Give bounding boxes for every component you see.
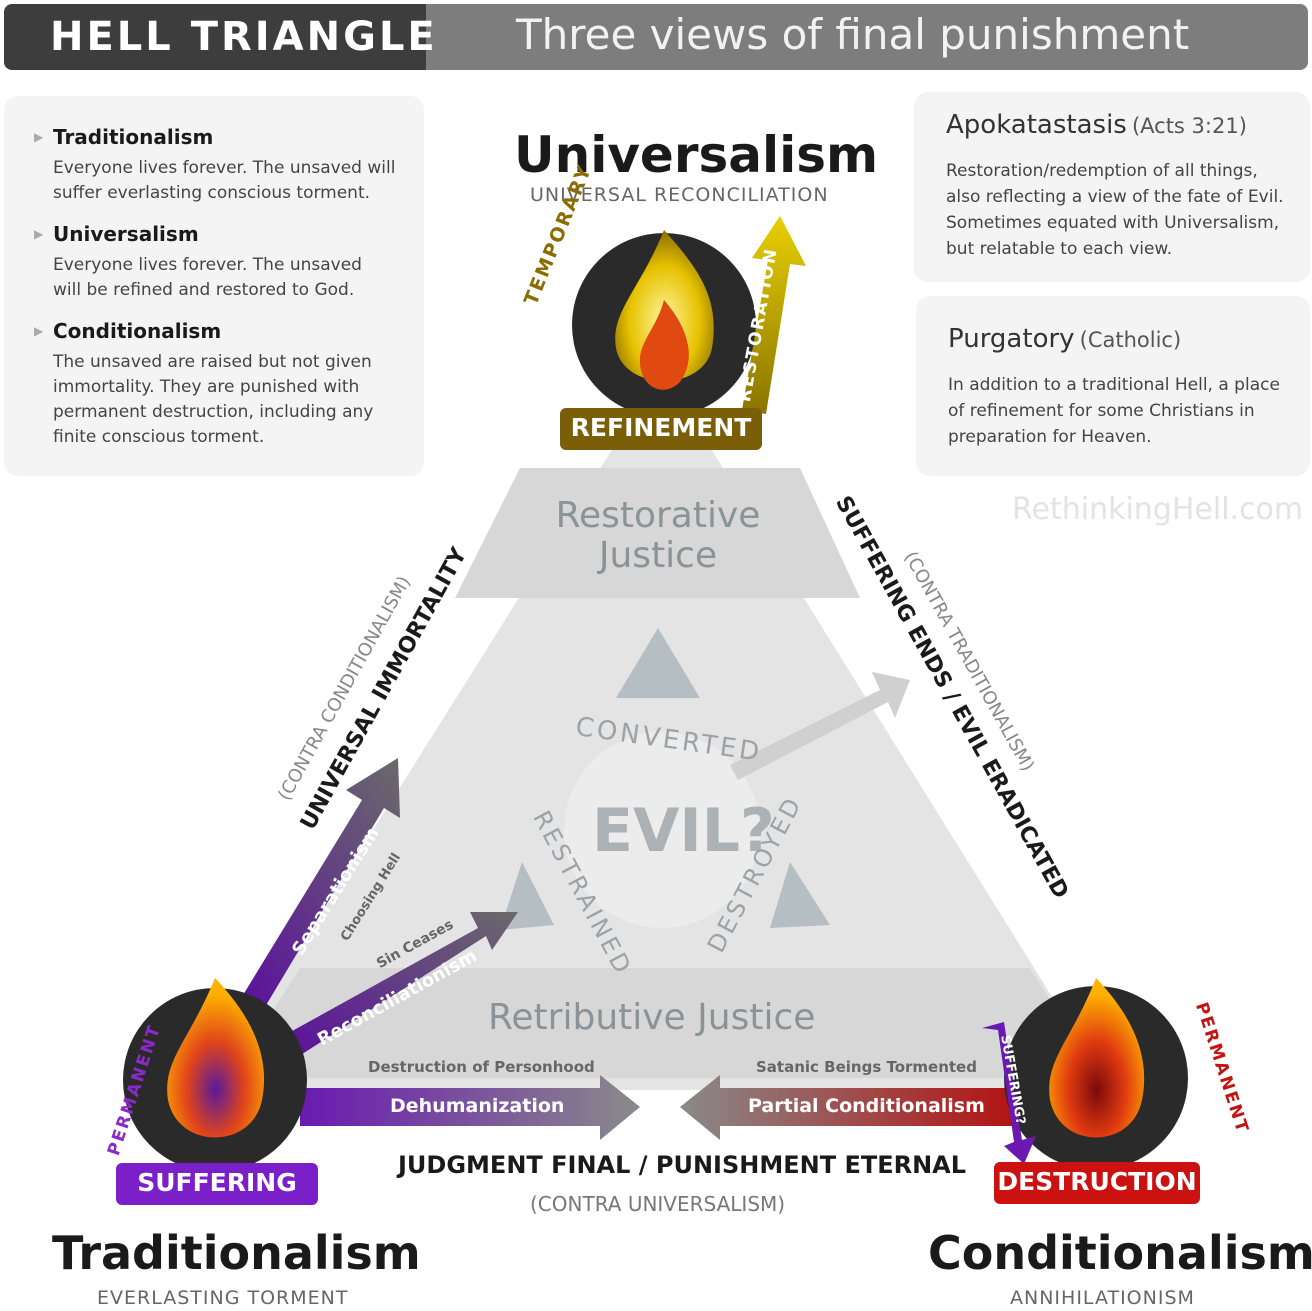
reconciliationism-arrow <box>285 912 518 1058</box>
contra-universalism-label: (CONTRA UNIVERSALISM) <box>530 1192 786 1216</box>
definition-text: Everyone lives forever. The unsaved will… <box>53 255 362 300</box>
apokatastasis-ref: (Acts 3:21) <box>1131 114 1247 138</box>
suffering-badge: SUFFERING <box>137 1168 297 1197</box>
purgatory-title: Purgatory <box>948 324 1075 354</box>
purgatory-panel <box>916 296 1310 476</box>
suffering-flame-icon <box>167 978 265 1138</box>
restorative-band <box>455 468 860 598</box>
definition-term: Traditionalism <box>53 125 214 149</box>
conditionalism-subtitle: ANNIHILATIONISM <box>1010 1287 1195 1309</box>
destruction-personhood-label: Destruction of Personhood <box>368 1058 595 1076</box>
suffering-badge-bg <box>116 1163 318 1205</box>
header-subtitle-bar <box>426 4 1308 70</box>
apokatastasis-panel <box>914 92 1310 282</box>
destruction-flame-icon <box>1049 978 1145 1138</box>
triangle-bullet-icon: ▶ <box>34 227 44 241</box>
destroyed-triangle-icon <box>770 862 830 928</box>
definitions-panel <box>4 96 424 476</box>
retributive-band <box>230 968 1100 1078</box>
universalism-title: Universalism <box>514 126 879 184</box>
page-subtitle: Three views of final punishment <box>516 10 1190 59</box>
definition-text: Everyone lives forever. The unsaved will… <box>53 158 396 203</box>
header-title-bar <box>4 4 426 70</box>
apokatastasis-heading: Apokatastasis (Acts 3:21) <box>946 110 1247 140</box>
apokatastasis-text: Restoration/redemption of all things, al… <box>946 161 1284 259</box>
purgatory-ref: (Catholic) <box>1079 328 1182 352</box>
converted-faint-arrow <box>730 672 910 780</box>
judgment-final-label: JUDGMENT FINAL / PUNISHMENT ETERNAL <box>398 1151 967 1179</box>
definition-text: The unsaved are raised but not given imm… <box>53 352 374 447</box>
traditionalism-title: Traditionalism <box>52 1226 421 1280</box>
definition-term: Conditionalism <box>53 319 222 343</box>
page-title: HELL TRIANGLE <box>50 14 438 60</box>
triangle-body <box>210 370 1110 1090</box>
definition-term: Universalism <box>53 222 199 246</box>
purgatory-heading: Purgatory (Catholic) <box>948 324 1181 354</box>
separationism-arrow <box>240 758 400 1012</box>
refinement-badge-bg <box>560 408 762 450</box>
evil-center-circle <box>564 732 760 928</box>
converted-triangle-icon <box>616 628 700 698</box>
dehumanization-label: Dehumanization <box>390 1095 565 1117</box>
dehumanization-arrow <box>300 1075 640 1140</box>
watermark: RethinkingHell.com <box>1012 492 1304 527</box>
retributive-justice-label: Retributive Justice <box>488 997 816 1038</box>
purgatory-text: In addition to a traditional Hell, a pla… <box>948 375 1280 447</box>
restorative-justice-label: Restorative Justice <box>555 495 761 576</box>
triangle-bullet-icon: ▶ <box>34 324 44 338</box>
refinement-inner-flame-icon <box>639 300 689 390</box>
evil-label: EVIL? <box>592 796 775 866</box>
universalism-subtitle: UNIVERSAL RECONCILIATION <box>530 184 829 206</box>
restoration-arrow <box>742 216 806 414</box>
satanic-beings-label: Satanic Beings Tormented <box>756 1058 977 1076</box>
partial-conditionalism-arrow <box>680 1075 1012 1140</box>
partial-conditionalism-label: Partial Conditionalism <box>748 1095 985 1117</box>
suffering-question-arrow <box>982 1022 1036 1164</box>
apokatastasis-title: Apokatastasis <box>946 110 1127 140</box>
destruction-badge-bg <box>994 1162 1200 1204</box>
triangle-bullet-icon: ▶ <box>34 130 44 144</box>
conditionalism-title: Conditionalism <box>928 1226 1312 1280</box>
traditionalism-subtitle: EVERLASTING TORMENT <box>97 1287 349 1309</box>
refinement-badge: REFINEMENT <box>570 413 752 442</box>
destruction-badge: DESTRUCTION <box>997 1167 1197 1196</box>
